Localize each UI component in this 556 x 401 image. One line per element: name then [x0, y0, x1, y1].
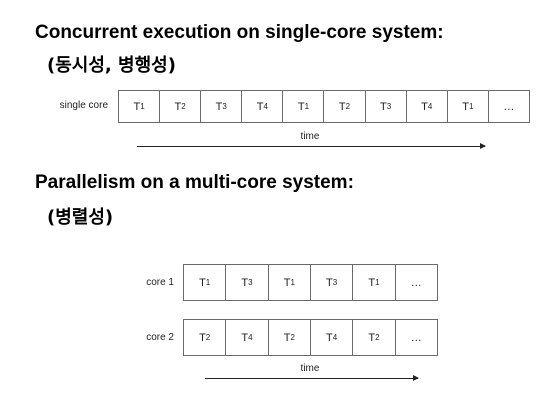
- concurrent-subtitle: (동시성, 병행성): [47, 55, 176, 76]
- task-cell: …: [396, 320, 437, 355]
- concurrent-time-arrow: [137, 143, 486, 149]
- task-name: T: [283, 276, 291, 289]
- task-name: …: [410, 331, 422, 344]
- task-name: T: [368, 331, 376, 344]
- task-name: T: [283, 331, 291, 344]
- core-1-label: core 1: [146, 277, 174, 288]
- task-name: T: [241, 331, 249, 344]
- task-name: T: [256, 100, 264, 113]
- concurrent-time-label: time: [300, 131, 320, 142]
- core-2-label: core 2: [146, 332, 174, 343]
- task-name: T: [174, 100, 182, 113]
- task-cell: …: [396, 265, 437, 300]
- task-name: T: [241, 276, 249, 289]
- task-name: …: [410, 276, 422, 289]
- task-name: T: [215, 100, 223, 113]
- concurrent-title: Concurrent execution on single-core syst…: [35, 22, 444, 43]
- task-cell: …: [489, 91, 529, 122]
- task-name: T: [380, 100, 387, 113]
- parallel-title: Parallelism on a multi-core system:: [35, 172, 354, 193]
- task-name: T: [297, 100, 305, 113]
- task-name: T: [199, 276, 206, 289]
- parallel-subtitle: (병렬성): [47, 207, 114, 228]
- parallel-time-arrow: [205, 375, 419, 381]
- single-core-label: single core: [59, 100, 108, 111]
- task-name: T: [462, 100, 469, 113]
- task-name: T: [199, 331, 206, 344]
- task-name: T: [326, 331, 333, 344]
- task-name: T: [326, 276, 333, 289]
- parallel-time-label: time: [300, 363, 320, 374]
- task-name: …: [503, 100, 515, 113]
- task-name: T: [338, 100, 346, 113]
- task-name: T: [421, 100, 428, 113]
- task-name: T: [133, 100, 141, 113]
- task-name: T: [368, 276, 376, 289]
